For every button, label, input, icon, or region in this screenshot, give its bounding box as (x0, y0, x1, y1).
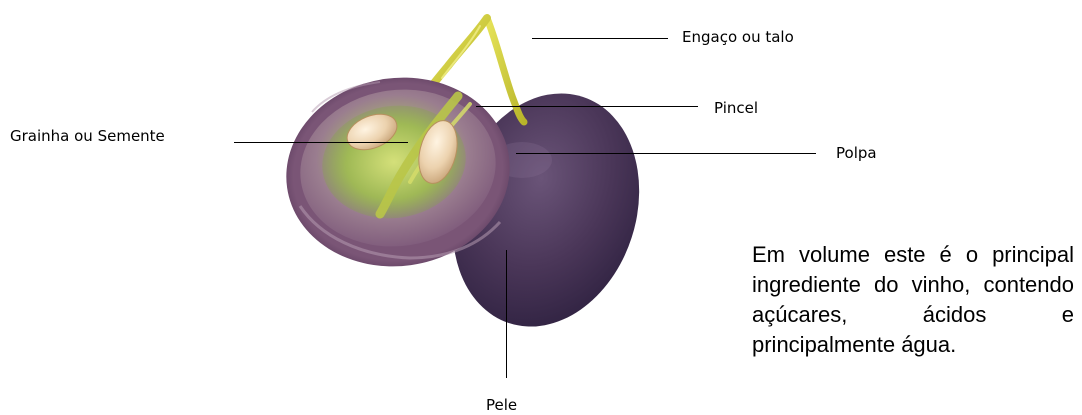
engaco-label: Engaço ou talo (682, 28, 794, 46)
polpa-leader-line (516, 153, 816, 154)
pincel-label: Pincel (714, 99, 758, 117)
pincel-leader-line (476, 106, 698, 107)
note-text: Em volume este é o principal ingrediente… (752, 240, 1074, 360)
polpa-label: Polpa (836, 144, 877, 162)
pele-leader-line (506, 250, 507, 378)
grainha-label: Grainha ou Semente (10, 127, 165, 145)
engaco-leader-line (532, 38, 668, 39)
grainha-leader-line (234, 142, 408, 143)
pele-label: Pele (486, 396, 517, 414)
